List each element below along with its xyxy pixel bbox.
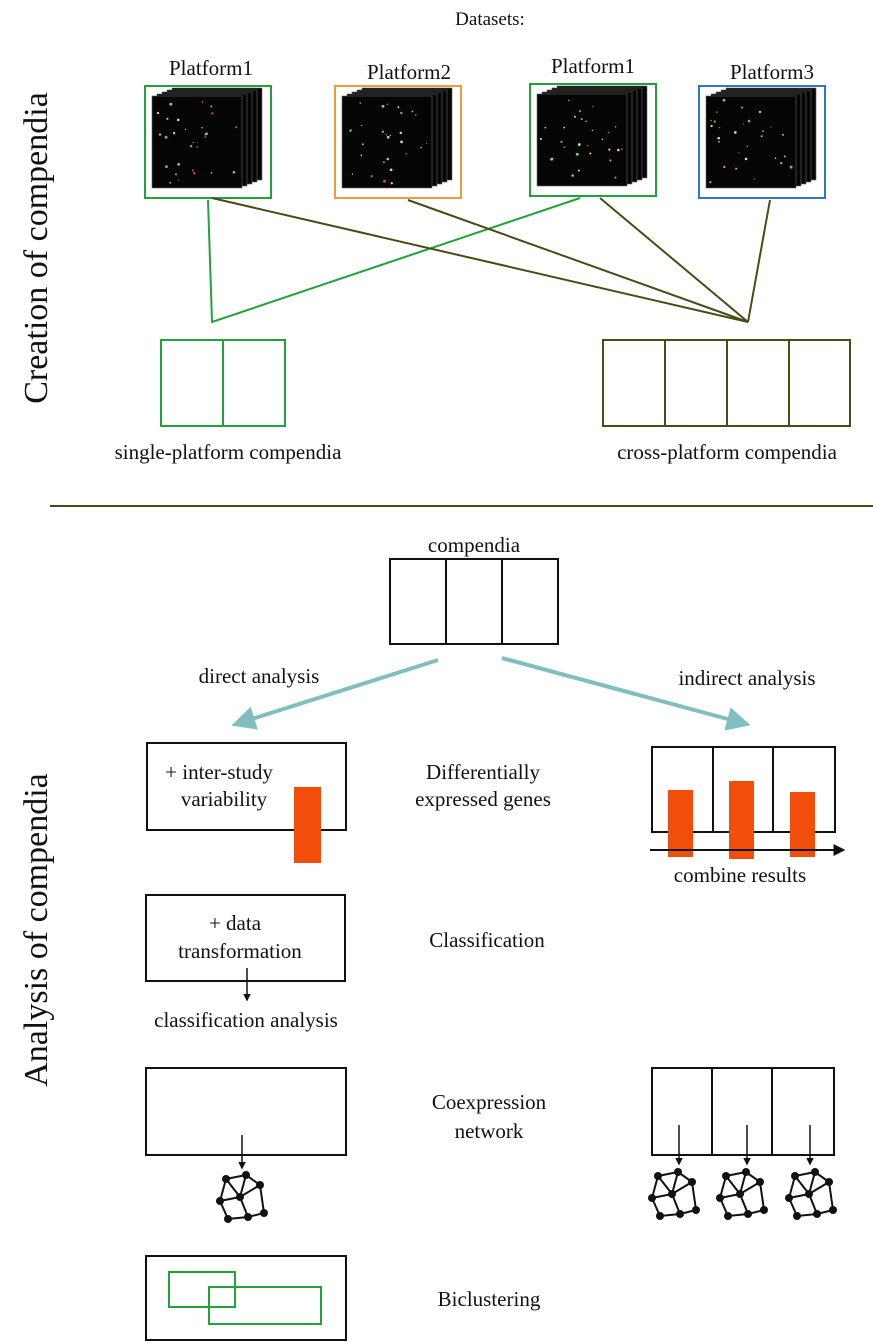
de-middle-text-1: Differentially <box>426 760 540 784</box>
de-direct-box <box>146 742 347 831</box>
microarray-stack-1 <box>151 87 263 189</box>
classification-box-text-1: + data <box>209 911 262 935</box>
platform-label-1: Platform1 <box>169 56 253 80</box>
coexpression-middle-text-2: network <box>455 1119 524 1143</box>
indirect-analysis-label: indirect analysis <box>678 666 815 690</box>
cross-platform-label: cross-platform compendia <box>617 440 838 464</box>
network-graph-indirect-2 <box>716 1168 768 1220</box>
coexpression-middle-text-1: Coexpression <box>432 1090 547 1114</box>
compendia-box <box>389 558 559 645</box>
combine-results-label: combine results <box>674 863 806 887</box>
network-graph-indirect-3 <box>785 1168 837 1220</box>
bicluster-2 <box>208 1286 322 1325</box>
de-direct-text-2: variability <box>181 787 268 811</box>
single-platform-label: single-platform compendia <box>115 440 343 464</box>
dataset-frame-platform3 <box>698 85 826 199</box>
platform-label-2: Platform2 <box>367 60 451 84</box>
network-graph-indirect-1 <box>648 1168 700 1220</box>
coexpression-indirect-box <box>651 1067 835 1156</box>
analysis-side-label: Analysis of compendia <box>18 773 55 1087</box>
de-middle-text-2: expressed genes <box>415 787 551 811</box>
de-indirect-bar-3 <box>790 792 815 857</box>
single-platform-connectors <box>207 197 581 324</box>
de-indirect-bar-1 <box>668 790 693 857</box>
single-platform-compendia-box <box>160 339 286 427</box>
indirect-analysis-arrow <box>501 656 751 731</box>
direct-analysis-label: direct analysis <box>199 664 320 688</box>
direct-analysis-arrow <box>231 658 439 730</box>
network-graph-direct <box>216 1171 268 1223</box>
de-direct-bar <box>294 787 321 863</box>
bicluster-1 <box>168 1271 236 1308</box>
classification-middle-label: Classification <box>429 928 545 952</box>
classification-box-text-2: transformation <box>178 939 302 963</box>
compendia-label: compendia <box>428 533 521 557</box>
coexpression-direct-box <box>145 1067 347 1156</box>
cross-platform-compendia-box <box>602 339 851 427</box>
dataset-frame-platform1-a <box>144 85 272 199</box>
biclustering-middle-label: Biclustering <box>438 1287 541 1311</box>
classification-analysis-label: classification analysis <box>154 1008 338 1032</box>
creation-side-label: Creation of compendia <box>18 92 55 404</box>
classification-box <box>145 894 346 982</box>
microarray-stack-3 <box>536 85 648 187</box>
platform-label-4: Platform3 <box>730 60 814 84</box>
platform-label-3: Platform1 <box>551 54 635 78</box>
microarray-stack-2 <box>341 87 453 189</box>
de-direct-text-1: + inter-study <box>165 760 273 784</box>
dataset-frame-platform1-b <box>529 83 657 197</box>
microarray-stack-4 <box>705 87 817 189</box>
de-indirect-bar-2 <box>729 781 754 859</box>
datasets-label: Datasets: <box>455 9 525 30</box>
biclustering-box <box>145 1255 347 1341</box>
cross-platform-connectors <box>211 197 771 323</box>
dataset-frame-platform2 <box>334 85 462 199</box>
